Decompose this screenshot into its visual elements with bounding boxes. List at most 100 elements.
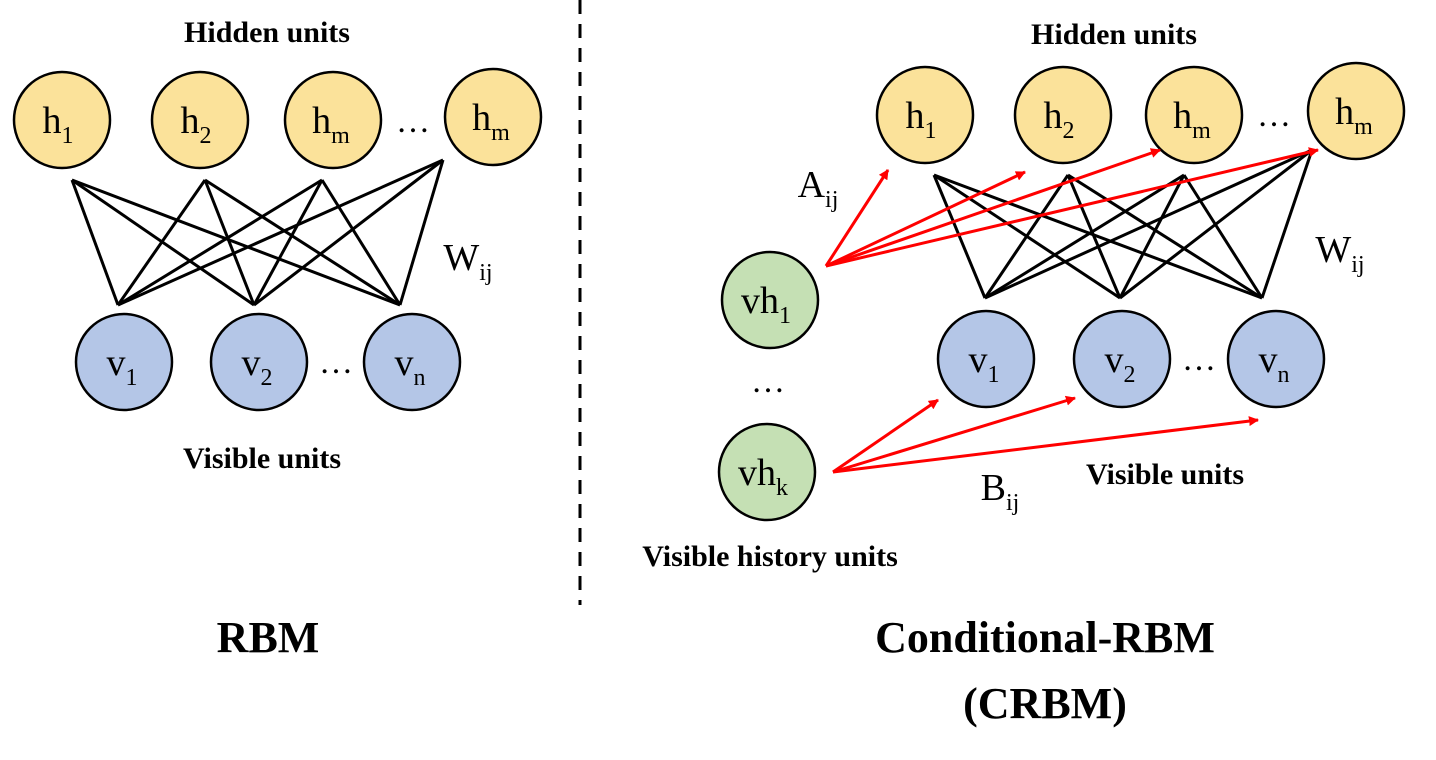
node-base: h	[43, 100, 62, 142]
node-sub: m	[331, 123, 350, 149]
node-base: v	[107, 342, 126, 384]
crbm-visible-ellipsis: …	[1182, 341, 1216, 378]
rbm-weight-edge	[116, 179, 207, 306]
svg-text:hm: hm	[472, 97, 510, 146]
a-arrow	[825, 170, 1026, 268]
node-sub: 1	[925, 118, 937, 144]
rbm-weight-edge	[204, 178, 401, 307]
node-sub: 2	[1063, 118, 1075, 144]
rbm-visible-node-1: v1	[74, 312, 174, 412]
rbm-visible-nodes: v1 v2 … vn	[74, 312, 462, 412]
svg-text:v2: v2	[242, 342, 273, 391]
crbm-weight-label: Wij	[1315, 229, 1364, 278]
rbm-weight-edge	[117, 178, 323, 307]
crbm-weight-edge	[1118, 174, 1186, 299]
rbm-edges	[70, 158, 445, 307]
node-base: h	[1335, 91, 1354, 133]
crbm-history-label: Visible history units	[642, 540, 898, 573]
crbm-hidden-ellipsis: …	[1257, 97, 1291, 134]
node-sub: 1	[988, 362, 1000, 388]
rbm-weight-edge	[253, 158, 444, 307]
crbm-weight-edge	[1119, 148, 1313, 300]
node-base: h	[906, 95, 925, 137]
rbm-visible-ellipsis: …	[319, 344, 353, 381]
svg-text:hm: hm	[312, 100, 350, 149]
crbm-weight-edge	[933, 173, 1263, 300]
rbm-weight-edge	[320, 179, 402, 306]
crbm-visible-node-2: v2	[1072, 309, 1172, 409]
node-base: vh	[738, 452, 776, 494]
svg-text:h2: h2	[181, 100, 212, 149]
crbm-history-node-1: vh1	[720, 250, 820, 350]
crbm-title-line1: Conditional-RBM	[875, 613, 1215, 662]
node-base: v	[1259, 339, 1278, 381]
crbm-hidden-node-3: hm	[1144, 65, 1244, 165]
svg-text:hm: hm	[1173, 95, 1211, 144]
b-arrow	[832, 395, 1076, 474]
node-sub: m	[1192, 118, 1211, 144]
rbm-title: RBM	[217, 613, 320, 662]
crbm-weight-edge	[983, 174, 1070, 299]
node-sub: 2	[1124, 362, 1136, 388]
node-base: v	[242, 342, 261, 384]
node-base: h	[312, 100, 331, 142]
crbm-weight-edge	[1182, 174, 1264, 299]
a-arrow	[825, 148, 1161, 268]
svg-text:hm: hm	[1335, 91, 1373, 140]
svg-text:v1: v1	[969, 339, 1000, 388]
rbm-weight-edge	[398, 159, 445, 306]
crbm-hidden-node-2: h2	[1013, 65, 1113, 165]
svg-text:h1: h1	[43, 100, 74, 149]
crbm-hidden-label: Hidden units	[1031, 18, 1197, 51]
rbm-hidden-node-4: hm	[443, 67, 543, 167]
rbm-hidden-node-1: h1	[12, 70, 112, 170]
crbm-a-label: Aij	[798, 164, 839, 213]
crbm-title-line2: (CRBM)	[963, 679, 1127, 728]
crbm-panel: Hidden units h1 h2 hm … hm	[642, 18, 1406, 728]
crbm-visible-nodes: v1 v2 … vn	[936, 309, 1326, 409]
node-base: h	[1173, 95, 1192, 137]
node-sub: 1	[62, 123, 74, 149]
a-arrow	[824, 169, 890, 267]
rbm-visible-label: Visible units	[183, 442, 341, 475]
node-base: h	[472, 97, 491, 139]
rbm-hidden-ellipsis: …	[396, 103, 430, 140]
node-base: v	[395, 342, 414, 384]
node-sub: k	[776, 475, 788, 501]
crbm-weight-edge	[984, 148, 1313, 300]
crbm-hidden-node-4: hm	[1306, 61, 1406, 161]
node-sub: n	[1278, 362, 1290, 388]
rbm-weight-edge	[117, 158, 444, 307]
crbm-history-nodes: vh1 … vhk	[717, 250, 820, 522]
svg-text:h2: h2	[1044, 95, 1075, 144]
crbm-edges	[932, 148, 1314, 300]
node-sub: m	[491, 120, 510, 146]
rbm-panel: Hidden units h1 h2 hm … hm	[12, 16, 543, 662]
crbm-weight-edge	[1260, 149, 1314, 299]
crbm-visible-node-1: v1	[936, 309, 1036, 409]
rbm-weight-edge	[71, 178, 401, 307]
svg-text:vhk: vhk	[738, 452, 788, 501]
crbm-arrows	[824, 147, 1319, 474]
crbm-weight-edge	[932, 174, 987, 299]
rbm-hidden-label: Hidden units	[184, 16, 350, 49]
rbm-weight-label: Wij	[443, 237, 492, 286]
svg-text:v1: v1	[107, 342, 138, 391]
crbm-visible-label: Visible units	[1086, 458, 1244, 491]
crbm-b-label: Bij	[981, 467, 1020, 516]
rbm-visible-node-3: vn	[362, 312, 462, 412]
b-arrow	[832, 398, 939, 474]
node-base: v	[969, 339, 988, 381]
svg-text:vn: vn	[395, 342, 426, 391]
rbm-weight-edge	[203, 179, 256, 306]
node-sub: n	[414, 365, 426, 391]
rbm-hidden-node-3: hm	[283, 70, 383, 170]
crbm-hidden-nodes: h1 h2 hm … hm	[875, 61, 1406, 165]
node-base: vh	[741, 280, 779, 322]
rbm-hidden-node-2: h2	[150, 70, 250, 170]
svg-text:v2: v2	[1105, 339, 1136, 388]
crbm-visible-node-3: vn	[1226, 309, 1326, 409]
node-sub: 2	[200, 123, 212, 149]
node-base: v	[1105, 339, 1124, 381]
